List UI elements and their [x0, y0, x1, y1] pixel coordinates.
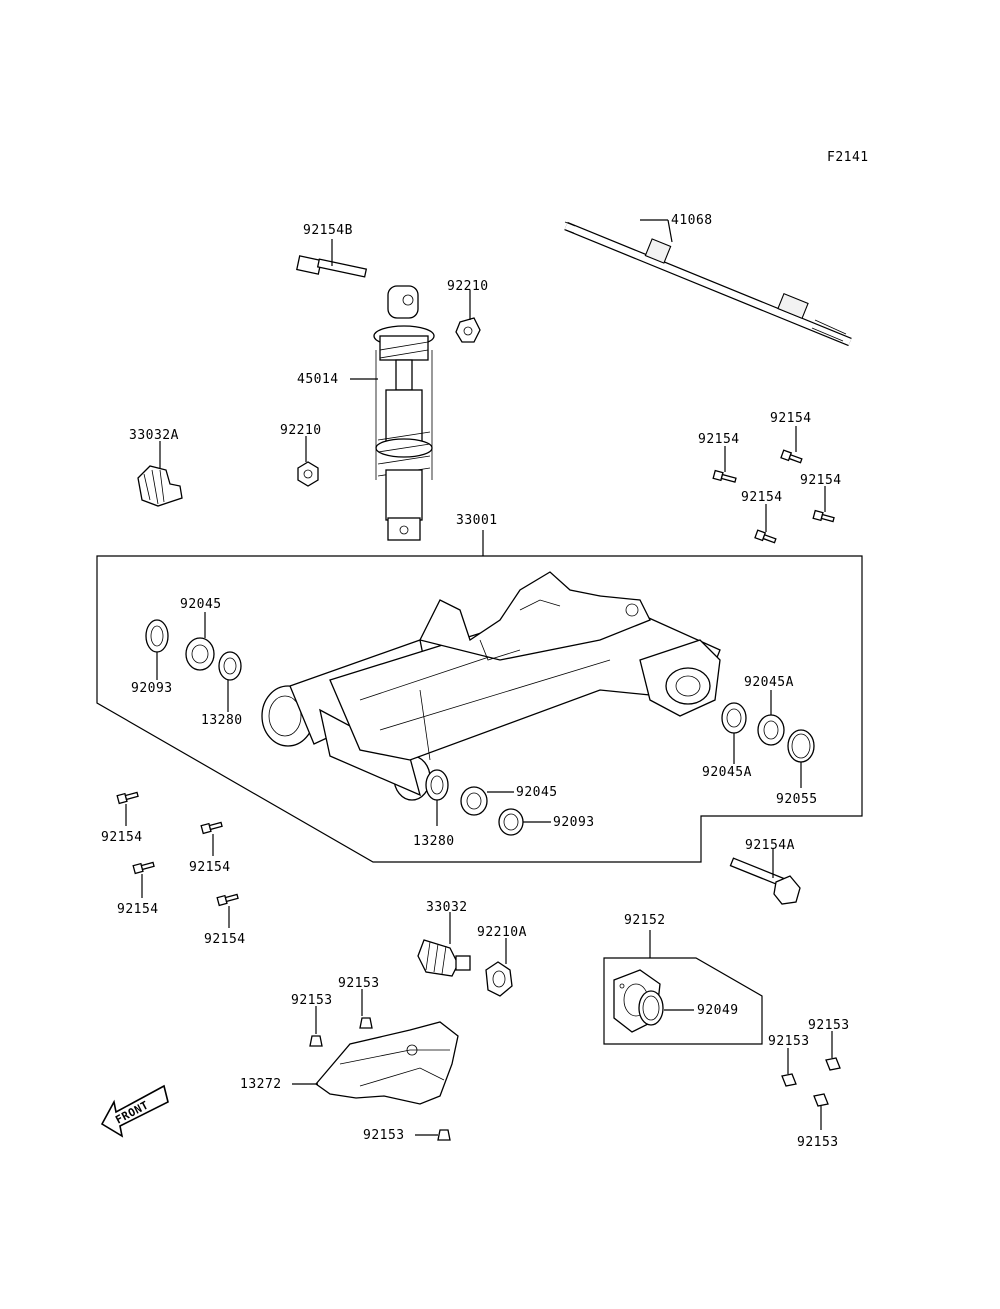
bolt-92154A — [729, 857, 801, 905]
shock-absorber — [373, 285, 435, 541]
bearing-92045A-outer — [721, 702, 747, 734]
nut-92210A — [485, 961, 513, 997]
part-33032A — [137, 465, 183, 507]
label-92049: 92049 — [697, 1003, 739, 1018]
screws-92153-skid — [309, 1017, 451, 1141]
label-92045-left: 92045 — [180, 597, 222, 612]
label-92154-r1: 92154 — [770, 411, 812, 426]
label-92045A-top: 92045A — [744, 675, 794, 690]
label-92210-lower: 92210 — [280, 423, 322, 438]
label-92154-r3: 92154 — [800, 473, 842, 488]
label-13272: 13272 — [240, 1077, 282, 1092]
collar-13280-left — [218, 651, 242, 681]
label-45014: 45014 — [297, 372, 339, 387]
skid-plate-13272 — [315, 1021, 459, 1105]
label-92153-d: 92153 — [808, 1018, 850, 1033]
label-13280-left: 13280 — [201, 713, 243, 728]
seal-92049 — [638, 990, 664, 1026]
label-92045A-bottom: 92045A — [702, 765, 752, 780]
label-92154-l1: 92154 — [101, 830, 143, 845]
bolts-92154-left — [116, 791, 239, 907]
label-92093-left: 92093 — [131, 681, 173, 696]
seal-92055 — [787, 729, 815, 763]
label-92154-l4: 92154 — [204, 932, 246, 947]
figure-code: F2141 — [827, 150, 869, 165]
collar-13280-center — [425, 769, 449, 801]
label-92093-center: 92093 — [553, 815, 595, 830]
label-92154-r4: 92154 — [741, 490, 783, 505]
label-92153-e: 92153 — [768, 1034, 810, 1049]
label-92154-l3: 92154 — [117, 902, 159, 917]
drive-shaft — [564, 221, 852, 347]
label-92153-f: 92153 — [797, 1135, 839, 1150]
label-92153-c: 92153 — [363, 1128, 405, 1143]
screws-92153-right — [781, 1057, 841, 1107]
label-92154-l2: 92154 — [189, 860, 231, 875]
nut-92210-upper — [455, 317, 481, 343]
bearing-92045-center — [460, 786, 488, 816]
label-33032A: 33032A — [129, 428, 179, 443]
swing-arm-frame — [96, 555, 863, 863]
bearing-92045A-inner — [757, 714, 785, 746]
label-92154B: 92154B — [303, 223, 353, 238]
bolts-92154-right — [712, 449, 835, 544]
swing-arm — [261, 571, 721, 801]
label-13280-center: 13280 — [413, 834, 455, 849]
group-frame-92152 — [603, 957, 763, 1045]
label-92210-upper: 92210 — [447, 279, 489, 294]
label-92210A: 92210A — [477, 925, 527, 940]
seal-92093-left — [145, 619, 169, 653]
label-92045-center: 92045 — [516, 785, 558, 800]
label-33001: 33001 — [456, 513, 498, 528]
label-33032: 33032 — [426, 900, 468, 915]
part-33032 — [417, 939, 471, 977]
label-92153-b: 92153 — [291, 993, 333, 1008]
bolt-92154B — [296, 255, 368, 278]
seal-92093-center — [498, 808, 524, 836]
front-arrow-icon: FRONT — [100, 1084, 169, 1138]
bearing-92045-left — [185, 637, 215, 671]
label-92153-a: 92153 — [338, 976, 380, 991]
label-92055: 92055 — [776, 792, 818, 807]
label-92154A: 92154A — [745, 838, 795, 853]
label-92152: 92152 — [624, 913, 666, 928]
label-41068: 41068 — [671, 213, 713, 228]
label-92154-r2: 92154 — [698, 432, 740, 447]
nut-92210-lower — [297, 461, 319, 487]
